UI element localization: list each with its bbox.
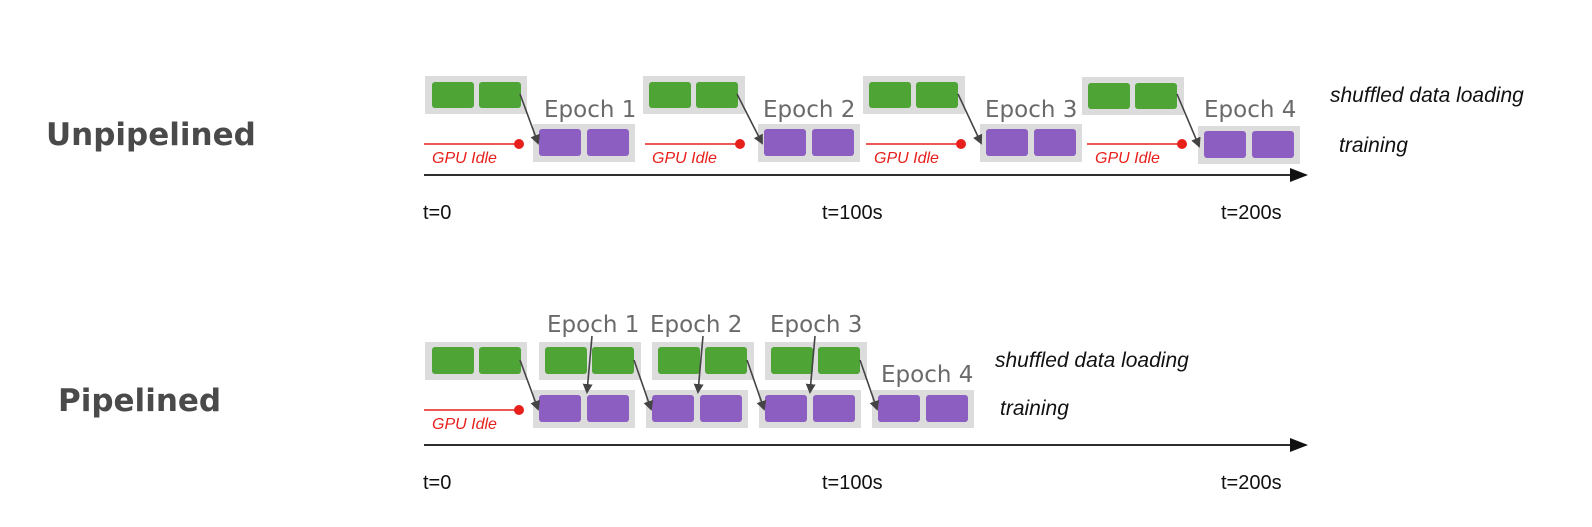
unpipelined-epoch-2: Epoch 2 GPU Idle	[643, 76, 860, 167]
arrow-icon	[957, 93, 983, 145]
loading-block	[1088, 83, 1130, 109]
training-block	[587, 129, 629, 156]
loading-block	[658, 347, 700, 374]
arrow-icon	[693, 335, 704, 394]
training-block	[539, 395, 581, 422]
epoch-label: Epoch 1	[544, 97, 636, 123]
tick-label: t=200s	[1221, 472, 1282, 494]
training-block	[878, 395, 920, 422]
red-dot-icon	[735, 139, 745, 149]
loading-block	[592, 347, 634, 374]
loading-block	[771, 347, 813, 374]
training-block	[765, 395, 807, 422]
arrow-icon	[746, 359, 767, 411]
pipelined-section: Pipelined GPU Idle Epoch 1 Epoch 2	[58, 312, 1308, 494]
gpu-idle-label: GPU Idle	[652, 150, 717, 167]
training-block	[652, 395, 694, 422]
pipelined-epoch-2: Epoch 2	[633, 312, 754, 428]
legend-training-label: training	[1000, 397, 1069, 420]
legend-loading-label: shuffled data loading	[1330, 84, 1524, 107]
pipelined-epoch-3: Epoch 3	[746, 312, 867, 428]
section-title-unpipelined: Unpipelined	[46, 117, 256, 153]
arrow-icon	[736, 93, 763, 145]
gpu-idle-label: GPU Idle	[432, 416, 497, 433]
loading-block	[1135, 83, 1177, 109]
pipelined-epoch-4: Epoch 4	[859, 359, 974, 428]
gpu-idle-label: GPU Idle	[432, 150, 497, 167]
loading-block	[545, 347, 587, 374]
epoch-label: Epoch 3	[985, 97, 1077, 123]
arrow-icon	[1176, 93, 1201, 148]
training-block	[812, 129, 854, 156]
tick-label: t=100s	[822, 472, 883, 494]
loading-block	[916, 82, 958, 108]
legend-training-label: training	[1339, 134, 1408, 157]
loading-block	[696, 82, 738, 108]
epoch-label: Epoch 4	[1204, 97, 1296, 123]
training-block	[1034, 129, 1076, 156]
red-dot-icon	[514, 139, 524, 149]
gpu-idle-label: GPU Idle	[874, 150, 939, 167]
gpu-idle-label: GPU Idle	[1095, 150, 1160, 167]
epoch-label: Epoch 4	[881, 362, 973, 388]
red-dot-icon	[514, 405, 524, 415]
arrow-icon	[582, 335, 593, 394]
training-block	[986, 129, 1028, 156]
arrow-icon	[519, 93, 540, 145]
red-dot-icon	[956, 139, 966, 149]
loading-block	[649, 82, 691, 108]
loading-block	[432, 82, 474, 108]
training-block	[539, 129, 581, 156]
training-block	[1204, 131, 1246, 158]
arrow-icon	[519, 359, 540, 411]
arrow-icon	[633, 359, 654, 411]
loading-block	[432, 347, 474, 374]
pipelined-epoch-1: Epoch 1	[519, 312, 641, 428]
tick-label: t=100s	[822, 202, 883, 224]
epoch-label: Epoch 2	[650, 312, 742, 338]
tick-label: t=0	[423, 472, 451, 494]
training-block	[587, 395, 629, 422]
loading-block	[818, 347, 860, 374]
loading-block	[705, 347, 747, 374]
red-dot-icon	[1177, 139, 1187, 149]
tick-label: t=0	[423, 202, 451, 224]
loading-block	[479, 82, 521, 108]
loading-block	[479, 347, 521, 374]
training-block	[764, 129, 806, 156]
unpipelined-section: Unpipelined Epoch 1 GPU Idle Epoch 2	[46, 76, 1524, 224]
training-block	[1252, 131, 1294, 158]
section-title-pipelined: Pipelined	[58, 383, 221, 419]
arrow-icon	[859, 359, 880, 411]
training-block	[926, 395, 968, 422]
unpipelined-epoch-1: Epoch 1 GPU Idle	[424, 76, 636, 167]
training-block	[813, 395, 855, 422]
epoch-label: Epoch 1	[547, 312, 639, 338]
legend-loading-label: shuffled data loading	[995, 349, 1189, 372]
loading-block	[869, 82, 911, 108]
epoch-label: Epoch 3	[770, 312, 862, 338]
tick-label: t=200s	[1221, 202, 1282, 224]
training-block	[700, 395, 742, 422]
arrow-icon	[805, 335, 816, 394]
unpipelined-epoch-4: Epoch 4 GPU Idle	[1082, 77, 1300, 167]
epoch-label: Epoch 2	[763, 97, 855, 123]
unpipelined-epoch-3: Epoch 3 GPU Idle	[863, 76, 1082, 167]
